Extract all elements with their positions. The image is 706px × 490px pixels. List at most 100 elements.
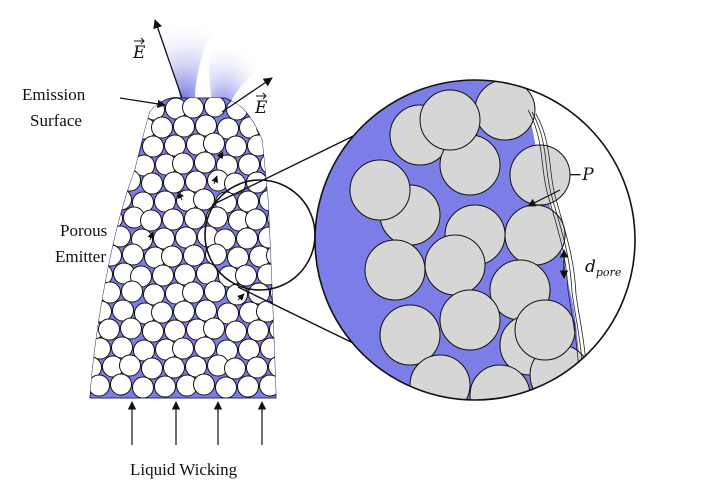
emitter-particle <box>270 97 276 119</box>
emitter-particle <box>99 281 121 304</box>
emitter-particle <box>269 318 276 341</box>
emitter-particle <box>152 264 174 287</box>
emitter-particle <box>163 356 185 379</box>
emitter-particle <box>119 169 141 192</box>
emitter-particle <box>110 373 132 396</box>
emitter-particle <box>203 132 225 155</box>
emitter-particle <box>260 337 276 360</box>
emitter-particle <box>267 207 276 230</box>
porous-emitter-label-line2: Emitter <box>55 247 106 266</box>
emission-surface-label-line1: Emission <box>22 85 86 104</box>
liquid-wicking-arrows <box>127 401 267 445</box>
emitter-particle <box>173 115 195 138</box>
emitter-particle <box>142 320 164 343</box>
emitter-particle <box>193 373 215 396</box>
field-arrow-right <box>221 77 273 113</box>
emitter-particle <box>194 336 216 359</box>
flow-arrow <box>211 175 219 185</box>
plume-left <box>150 18 220 98</box>
zoom-particles <box>349 80 591 400</box>
emitter-particle <box>90 374 110 397</box>
zoom-particle <box>469 364 531 400</box>
emitter-particle <box>183 244 205 267</box>
emitter-particle <box>193 188 215 211</box>
emitter-particle <box>90 134 103 157</box>
emitter-particle <box>121 280 143 303</box>
emitter-particle <box>206 206 228 229</box>
zoom-particle <box>379 304 441 366</box>
emitter-particle <box>247 319 269 342</box>
emitter-particle <box>182 97 204 119</box>
emitter-particle <box>246 356 268 379</box>
emitter-particle <box>259 189 276 212</box>
zoom-circle-outline <box>314 79 636 401</box>
emitter-particles <box>90 97 276 398</box>
zoom-particle <box>424 234 486 296</box>
emitter-particle <box>203 317 225 340</box>
emission-surface-label-line2: Surface <box>30 111 82 130</box>
emitter-particle <box>236 227 258 250</box>
emitter-particle <box>140 209 162 232</box>
emitter-particle <box>173 300 195 323</box>
emitter-particle <box>132 376 154 398</box>
emitter-particle <box>161 245 183 268</box>
emitter-particle <box>245 208 267 231</box>
zoom-particle <box>409 354 471 400</box>
flow-arrow <box>177 191 184 201</box>
emitter-particle <box>204 280 226 303</box>
plume-right <box>208 40 258 110</box>
emitter-particle <box>141 357 163 380</box>
emitter-particle <box>151 301 173 324</box>
field-label-right: E <box>254 98 268 118</box>
zoom-particle <box>364 239 426 301</box>
emitter-particle <box>225 320 247 343</box>
field-right-vector-mark <box>256 92 267 100</box>
emitter-particle <box>90 171 102 194</box>
emitter-particle <box>237 375 259 398</box>
pore-size-label: dpore <box>585 257 622 279</box>
flow-arrow <box>147 231 155 241</box>
emitter-particle <box>90 337 111 360</box>
emitter-particle <box>141 172 163 195</box>
meniscus-lines <box>527 109 589 395</box>
emitter-particle <box>90 115 112 138</box>
emitter-particle <box>110 188 132 211</box>
field-label-left: E <box>132 43 146 63</box>
emitter-particle <box>119 354 141 377</box>
zoom-particle <box>504 204 566 266</box>
emitter-particle <box>120 132 142 155</box>
emitter-particle <box>224 357 246 380</box>
emitter-particle <box>235 264 257 287</box>
emitter-particle <box>266 244 276 267</box>
emitter-flow-arrows <box>147 151 245 301</box>
flow-arrow <box>237 293 245 301</box>
pressure-label: −P <box>568 165 594 185</box>
emitter-particle <box>268 355 276 378</box>
emitter-particle <box>172 152 194 175</box>
emitter-particle <box>258 226 276 249</box>
zoom-view <box>314 79 636 401</box>
emitter-particle <box>182 281 204 304</box>
emitter-particle <box>98 133 120 156</box>
emitter-particle <box>90 282 99 305</box>
porous-emitter <box>89 97 277 399</box>
emitter-particle <box>269 133 276 156</box>
emitter-particle <box>172 337 194 360</box>
emitter-particle <box>225 135 247 158</box>
liquid-wicking-label: Liquid Wicking <box>130 460 238 479</box>
porous-emitter-label-line1: Porous <box>60 221 107 240</box>
zoom-particle <box>349 159 411 221</box>
emitter-particle <box>215 376 237 398</box>
emitter-particle <box>90 152 111 175</box>
emitter-particle <box>247 134 269 157</box>
emitter-particle <box>98 318 120 341</box>
emitter-particle <box>109 225 131 248</box>
zoom-particle <box>419 89 481 151</box>
zoom-particle <box>439 289 501 351</box>
field-left-vector-mark <box>134 37 145 45</box>
emitter-particle <box>151 116 173 139</box>
emitter-particle <box>120 317 142 340</box>
field-arrow-left <box>153 19 183 99</box>
emitter-particle <box>111 151 133 174</box>
